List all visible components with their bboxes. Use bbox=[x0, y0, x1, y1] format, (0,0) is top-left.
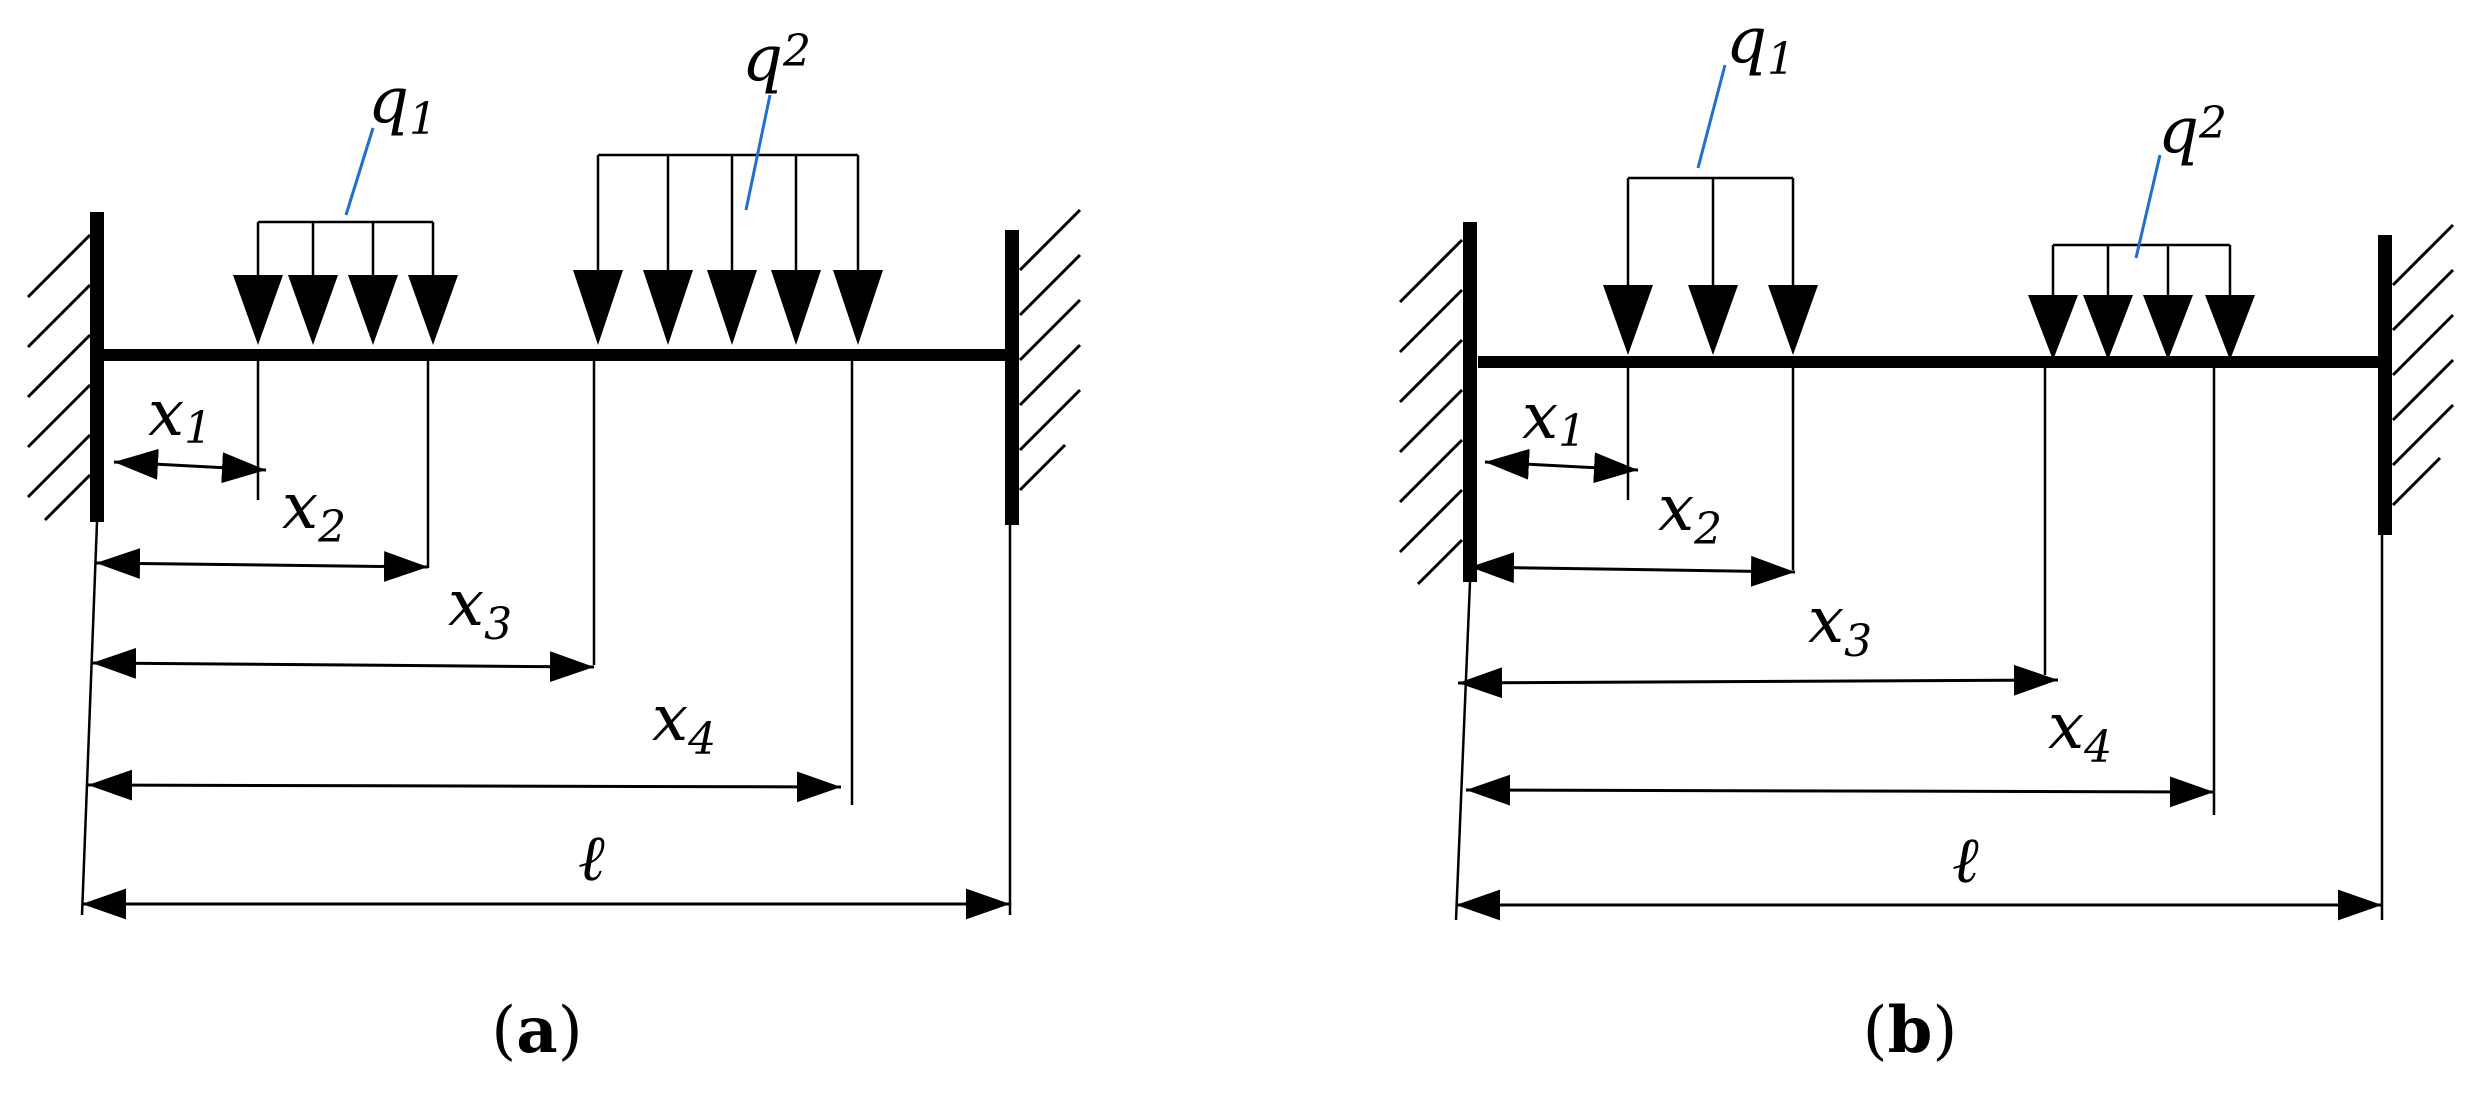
q2-label: q2 bbox=[742, 22, 811, 96]
dim-x1-label: x1 bbox=[148, 377, 212, 454]
dim-x3-line bbox=[1457, 664, 2059, 699]
load-q2 bbox=[2028, 243, 2255, 360]
dim-x2-line bbox=[95, 548, 429, 582]
extension-lines bbox=[80, 360, 1012, 916]
dim-x1-line bbox=[1484, 448, 1639, 484]
dim-x4-label: x4 bbox=[2048, 690, 2112, 773]
dim-x4-label: x4 bbox=[652, 682, 716, 765]
dim-length-label: ℓ bbox=[1952, 824, 1979, 898]
q2-leader bbox=[744, 94, 772, 211]
dim-x3-label: x3 bbox=[448, 567, 512, 650]
load-q1 bbox=[1603, 176, 1818, 355]
q1-leader bbox=[1696, 64, 1727, 169]
caption-a: (a) bbox=[491, 993, 582, 1068]
extension-lines bbox=[1454, 368, 2384, 921]
right-fixed-support bbox=[1005, 208, 1082, 525]
dim-length-label: ℓ bbox=[578, 822, 605, 896]
q1-label: q1 bbox=[1726, 4, 1795, 85]
load-q1 bbox=[233, 220, 458, 345]
dim-x4-line bbox=[1465, 774, 2215, 808]
dim-x3-line bbox=[91, 647, 595, 683]
panel-a: q1 q2 x1 x2 x3 x4 ℓ (a) bbox=[26, 22, 1082, 1068]
dim-x2-line bbox=[1469, 552, 1796, 587]
dim-x1-label: x1 bbox=[1522, 380, 1586, 457]
panel-b: q1 q2 x1 x2 x3 x4 ℓ (b) bbox=[1398, 4, 2455, 1068]
dim-x2-label: x2 bbox=[1658, 472, 1722, 555]
dim-x1-line bbox=[113, 448, 267, 484]
q2-label: q2 bbox=[2158, 94, 2227, 168]
q2-leader bbox=[2134, 154, 2162, 259]
left-fixed-support bbox=[1398, 222, 1477, 586]
q1-leader bbox=[344, 127, 375, 216]
load-q2 bbox=[573, 153, 883, 345]
right-fixed-support bbox=[2378, 223, 2455, 535]
dim-x4-line bbox=[87, 769, 842, 803]
dim-x3-label: x3 bbox=[1808, 584, 1872, 667]
caption-b: (b) bbox=[1863, 993, 1958, 1068]
q1-label: q1 bbox=[368, 64, 437, 145]
left-fixed-support bbox=[26, 212, 104, 522]
dim-x2-label: x2 bbox=[282, 470, 346, 553]
